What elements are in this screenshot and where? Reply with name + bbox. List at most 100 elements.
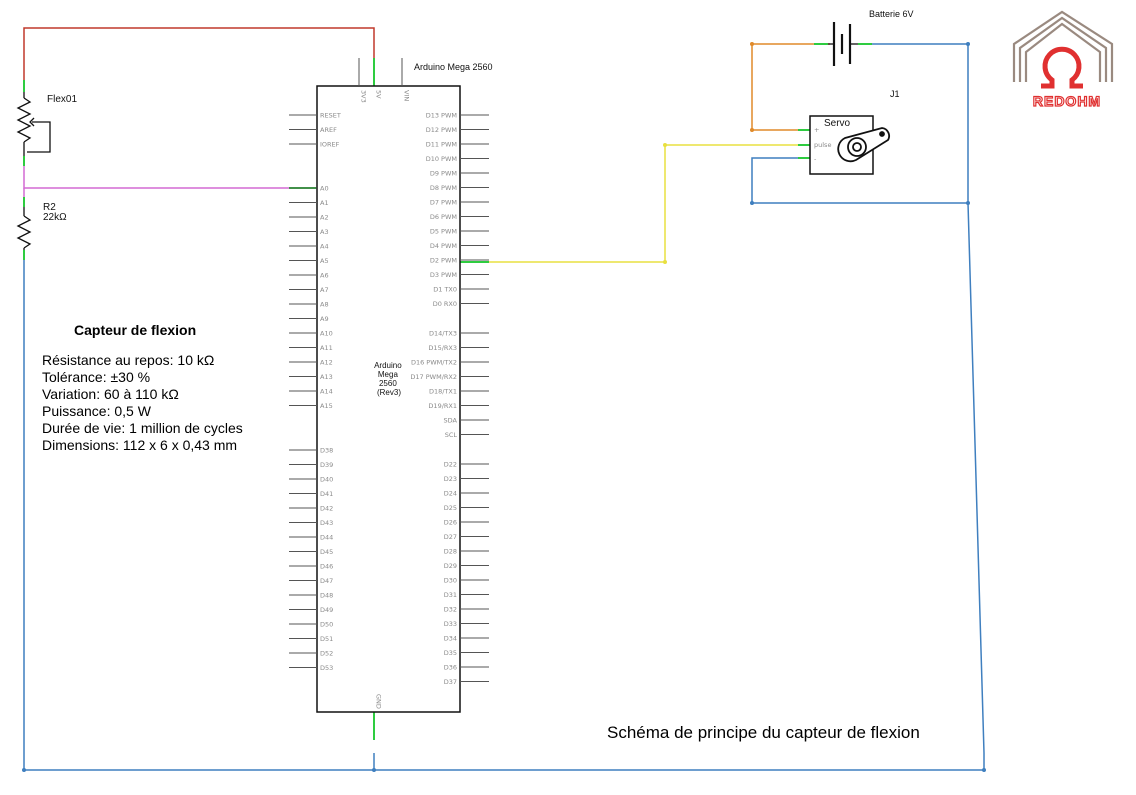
- junctions: [22, 42, 986, 772]
- servo-pin-plus: +: [814, 126, 819, 134]
- pin-a12: A12: [289, 359, 333, 367]
- pin-d18-tx1: D18/TX1: [429, 388, 489, 396]
- pin-label: D38: [320, 447, 333, 455]
- pin-d2-pwm: D2 PWM: [430, 257, 489, 265]
- pin-label: D22: [444, 461, 457, 469]
- pin-d45: D45: [289, 548, 333, 556]
- pin-label: D23: [444, 475, 457, 483]
- pin-label: D16 PWM/TX2: [411, 359, 457, 367]
- pin-label: A13: [320, 373, 333, 381]
- pin-label: RESET: [320, 112, 341, 120]
- pin-d41: D41: [289, 490, 333, 498]
- sensor-info-block: Capteur de flexion Résistance au repos: …: [42, 322, 302, 454]
- board-left-pins: RESETAREFIOREFA0A1A2A3A4A5A6A7A8A9A10A11…: [289, 112, 341, 672]
- pin-a15: A15: [289, 402, 333, 410]
- pin-label: D52: [320, 650, 333, 658]
- pin-a14: A14: [289, 388, 333, 396]
- pin-label: GND: [375, 694, 383, 709]
- wire-pwm-d2: [489, 144, 811, 263]
- wire-a0: [23, 162, 289, 189]
- pin-label: D40: [320, 476, 333, 484]
- pin-d42: D42: [289, 505, 333, 513]
- pin-d24: D24: [444, 490, 489, 498]
- pin-label: D24: [444, 490, 457, 498]
- info-line: Durée de vie: 1 million de cycles: [42, 420, 243, 436]
- pin-ioref: IOREF: [289, 141, 340, 149]
- pin-d0-rx0: D0 RX0: [433, 300, 489, 308]
- pin-3v3: 3V3: [358, 58, 368, 103]
- pin-label: A9: [320, 315, 329, 323]
- flex-sensor-ref: Flex01: [47, 94, 77, 105]
- pin-a0: A0: [289, 185, 329, 193]
- pin-a6: A6: [289, 272, 329, 280]
- board-bottom-pin: GND: [375, 694, 383, 709]
- pin-label: D19/RX1: [428, 402, 457, 410]
- wire-gnd-right: [967, 44, 985, 754]
- pin-scl: SCL: [445, 431, 489, 439]
- info-line: Dimensions: 112 x 6 x 0,43 mm: [42, 437, 238, 453]
- pin-d38: D38: [289, 447, 333, 455]
- pin-label: D1 TX0: [433, 286, 457, 294]
- pin-d52: D52: [289, 650, 333, 658]
- wire-battery-plus: [751, 43, 830, 131]
- pin-d16-pwm-tx2: D16 PWM/TX2: [411, 359, 489, 367]
- pin-d12-pwm: D12 PWM: [426, 126, 489, 134]
- pin-d51: D51: [289, 635, 333, 643]
- pin-a11: A11: [289, 344, 333, 352]
- pin-label: A10: [320, 330, 333, 338]
- resistor-value: 22kΩ: [43, 212, 67, 223]
- pin-label: D37: [444, 678, 457, 686]
- pin-a10: A10: [289, 330, 333, 338]
- pin-label: VIN: [403, 90, 411, 101]
- pin-d37: D37: [444, 678, 489, 686]
- pin-5v: 5V: [375, 90, 383, 99]
- pin-d9-pwm: D9 PWM: [430, 170, 489, 178]
- pin-label: A6: [320, 272, 329, 280]
- pin-label: SCL: [445, 431, 458, 439]
- pin-label: D9 PWM: [430, 170, 457, 178]
- pin-label: D10 PWM: [426, 155, 457, 163]
- board-center-line: 2560: [379, 379, 397, 388]
- wire-gnd-left: [23, 260, 985, 771]
- pin-d3-pwm: D3 PWM: [430, 271, 489, 279]
- pin-label: D8 PWM: [430, 184, 457, 192]
- board-center-label: Arduino Mega 2560 (Rev3): [374, 361, 404, 397]
- pin-d35: D35: [444, 649, 489, 657]
- pin-label: A12: [320, 359, 333, 367]
- pin-label: D35: [444, 649, 457, 657]
- pin-label: A8: [320, 301, 329, 309]
- pin-label: D46: [320, 563, 333, 571]
- pin-d19-rx1: D19/RX1: [428, 402, 489, 410]
- pin-label: A15: [320, 402, 333, 410]
- resistor-ref: R2: [43, 202, 56, 213]
- pin-label: D4 PWM: [430, 242, 457, 250]
- house-roof-icon: [1012, 10, 1114, 82]
- pin-d26: D26: [444, 519, 489, 527]
- pin-a13: A13: [289, 373, 333, 381]
- pin-label: A7: [320, 286, 329, 294]
- pin-label: 3V3: [360, 90, 368, 103]
- pin-d33: D33: [444, 620, 489, 628]
- servo-pin-minus: -: [814, 155, 817, 163]
- pin-d4-pwm: D4 PWM: [430, 242, 489, 250]
- pin-label: A3: [320, 228, 329, 236]
- pin-label: D33: [444, 620, 457, 628]
- pin-sda: SDA: [444, 417, 489, 425]
- pin-label: D29: [444, 562, 457, 570]
- pin-label: D43: [320, 519, 333, 527]
- pin-label: A1: [320, 199, 329, 207]
- pin-label: D7 PWM: [430, 199, 457, 207]
- pin-label: A4: [320, 243, 329, 251]
- pin-label: D36: [444, 664, 457, 672]
- board-center-line: Arduino: [374, 361, 402, 370]
- pin-d29: D29: [444, 562, 489, 570]
- pin-label: AREF: [320, 126, 337, 134]
- pin-label: A11: [320, 344, 333, 352]
- pin-d46: D46: [289, 563, 333, 571]
- arduino-board: [316, 85, 461, 713]
- servo-title: Servo: [824, 118, 851, 129]
- pin-label: D2 PWM: [430, 257, 457, 265]
- pin-a7: A7: [289, 286, 329, 294]
